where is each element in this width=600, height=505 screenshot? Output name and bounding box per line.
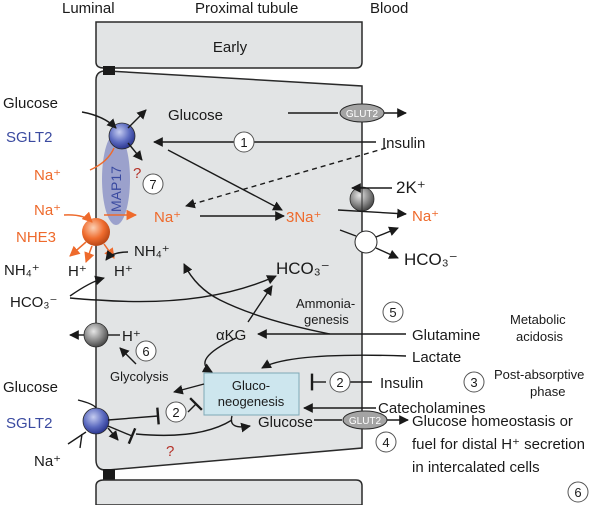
marker-4: 4 bbox=[375, 431, 397, 453]
insulin-top: Insulin bbox=[382, 135, 425, 152]
nh4-luminal: NH₄⁺ bbox=[4, 262, 40, 279]
glut2-bottom-label: GLUT2 bbox=[349, 416, 382, 427]
svg-text:2: 2 bbox=[172, 405, 179, 420]
svg-text:2: 2 bbox=[336, 375, 343, 390]
glucose-homeostasis-3: in intercalated cells bbox=[412, 459, 540, 476]
insulin-dashed-arrow bbox=[185, 147, 387, 209]
bicarbonate-cotransporter bbox=[354, 230, 378, 254]
early-cell-label: Early bbox=[213, 39, 248, 56]
na-cell: Na⁺ bbox=[154, 209, 181, 226]
glucose-cell-bottom: Glucose bbox=[258, 414, 313, 431]
catecholamines: Catecholamines bbox=[378, 400, 486, 417]
glucose-homeostasis-1: Glucose homeostasis or bbox=[412, 413, 573, 430]
metabolic-acidosis-1: Metabolic bbox=[510, 312, 566, 327]
metabolic-acidosis-2: acidosis bbox=[516, 329, 563, 344]
gluconeogenesis-box bbox=[203, 372, 300, 416]
sglt2-bottom-label: SGLT2 bbox=[6, 415, 52, 432]
glucose-homeostasis-2: fuel for distal H⁺ secretion bbox=[412, 436, 585, 453]
nh4-cell: NH₄⁺ bbox=[134, 243, 170, 260]
na-luminal-bottom: Na⁺ bbox=[34, 453, 61, 470]
na-luminal-2: Na⁺ bbox=[34, 202, 61, 219]
hco3-luminal: HCO₃⁻ bbox=[10, 294, 57, 311]
nhe3-label: NHE3 bbox=[16, 229, 56, 246]
lactate: Lactate bbox=[412, 349, 461, 366]
header-luminal: Luminal bbox=[62, 0, 115, 17]
sglt2-bottom-transporter bbox=[82, 407, 110, 435]
h-luminal-2: H⁺ bbox=[114, 263, 133, 280]
marker-1: 1 bbox=[233, 131, 255, 153]
na-blood: Na⁺ bbox=[412, 208, 439, 225]
bottom-cell bbox=[95, 479, 363, 505]
akg: αKG bbox=[216, 327, 246, 344]
marker-2-insulin: 2 bbox=[329, 371, 351, 393]
svg-text:5: 5 bbox=[389, 305, 396, 320]
sglt2-top-label: SGLT2 bbox=[6, 129, 52, 146]
header-proximal-tubule: Proximal tubule bbox=[195, 0, 298, 17]
marker-6-blood: 6 bbox=[567, 481, 589, 503]
glutamine: Glutamine bbox=[412, 327, 480, 344]
gluconeogenesis-label-1: Gluco- bbox=[232, 378, 270, 393]
svg-text:1: 1 bbox=[240, 135, 247, 150]
early-cell bbox=[95, 21, 363, 69]
glucose-luminal-bottom: Glucose bbox=[3, 379, 58, 396]
insulin-bottom: Insulin bbox=[380, 375, 423, 392]
tight-junction-bottom bbox=[103, 469, 115, 480]
header-blood: Blood bbox=[370, 0, 408, 17]
three-na: 3Na⁺ bbox=[286, 209, 321, 226]
question-2: ? bbox=[166, 443, 174, 460]
svg-text:6: 6 bbox=[142, 344, 149, 359]
post-absorptive-1: Post-absorptive bbox=[494, 367, 584, 382]
question-1: ? bbox=[133, 165, 141, 182]
hco3-cell: HCO₃⁻ bbox=[276, 259, 330, 278]
na-luminal-1: Na⁺ bbox=[34, 167, 61, 184]
ammoniagenesis-1: Ammonia- bbox=[296, 296, 355, 311]
h-pump-transporter bbox=[83, 322, 109, 348]
h-cell: H⁺ bbox=[122, 328, 141, 345]
proximal-tubule-cell bbox=[95, 70, 363, 471]
svg-text:3: 3 bbox=[470, 375, 477, 390]
sglt2-top-transporter bbox=[108, 122, 136, 150]
map17-label: MAP17 bbox=[108, 166, 124, 212]
marker-2-sglt2: 2 bbox=[165, 401, 187, 423]
marker-6-cell: 6 bbox=[135, 340, 157, 362]
marker-3: 3 bbox=[463, 371, 485, 393]
svg-text:4: 4 bbox=[382, 435, 389, 450]
gluconeogenesis-label-2: neogenesis bbox=[218, 394, 285, 409]
glut2-top-label: GLUT2 bbox=[346, 109, 379, 120]
marker-7: 7 bbox=[142, 173, 164, 195]
svg-text:6: 6 bbox=[574, 485, 581, 500]
glycolysis: Glycolysis bbox=[110, 369, 169, 384]
hco3-blood: HCO₃⁻ bbox=[404, 250, 458, 269]
glucose-luminal-top: Glucose bbox=[3, 95, 58, 112]
h-luminal-1: H⁺ bbox=[68, 263, 87, 280]
nhe3-transporter bbox=[82, 218, 110, 246]
marker-5: 5 bbox=[382, 301, 404, 323]
tight-junction-top bbox=[103, 66, 115, 75]
two-k: 2K⁺ bbox=[396, 178, 426, 197]
ammoniagenesis-2: genesis bbox=[304, 312, 349, 327]
post-absorptive-2: phase bbox=[530, 384, 565, 399]
glucose-cell-top: Glucose bbox=[168, 107, 223, 124]
svg-text:7: 7 bbox=[149, 177, 156, 192]
